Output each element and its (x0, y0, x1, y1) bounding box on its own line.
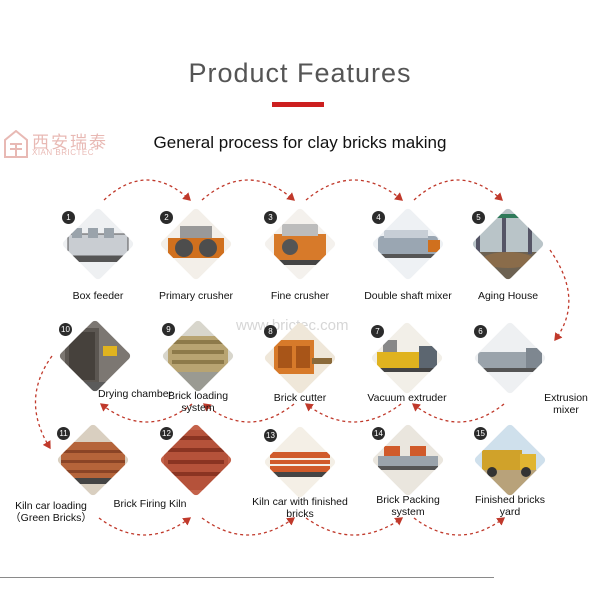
flow-arrow (34, 355, 53, 450)
step-number-badge: 10 (59, 323, 72, 336)
logo-text-en: XIAN BRICTEC (32, 148, 95, 157)
step-label: Drying chamber (97, 388, 173, 400)
step-number-badge: 9 (162, 323, 175, 336)
step-label: Extrusion mixer (544, 392, 588, 416)
flow-arrow (413, 517, 506, 536)
subtitle: General process for clay bricks making (153, 133, 447, 152)
step-number-badge: 12 (160, 427, 173, 440)
flow-arrow (305, 179, 403, 201)
step-number-badge: 2 (160, 211, 173, 224)
step-label: Primary crusher (158, 290, 234, 302)
step-number-badge: 7 (371, 325, 384, 338)
step-number-badge: 3 (264, 211, 277, 224)
flow-arrow (201, 179, 295, 201)
step-label: Box feeder (72, 290, 124, 302)
step-label: Vacuum extruder (367, 392, 447, 404)
flow-arrow (413, 179, 503, 201)
company-logo: 西安瑞泰 XIAN BRICTEC (4, 128, 114, 164)
step-number-badge: 8 (264, 325, 277, 338)
flow-arrow (202, 403, 295, 423)
step-label: Brick cutter (273, 392, 327, 404)
flow-arrow (411, 403, 505, 423)
step-label: Fine crusher (270, 290, 330, 302)
step-label: Kiln car with finished bricks (252, 496, 348, 520)
step-label: Brick loading system (167, 390, 229, 414)
title-underline (272, 102, 324, 107)
step-label: Brick Packing system (376, 494, 440, 518)
step-label: Brick Firing Kiln (113, 498, 187, 510)
step-number-badge: 5 (472, 211, 485, 224)
step-number-badge: 6 (474, 325, 487, 338)
step-number-badge: 1 (62, 211, 75, 224)
logo-text-cn: 西安瑞泰 (32, 133, 108, 152)
flow-arrow (304, 403, 402, 423)
step-label: Finished bricks yard (474, 494, 546, 518)
flow-arrow (305, 517, 404, 536)
flow-arrow (549, 249, 570, 342)
flow-arrow (98, 517, 192, 536)
step-label: Aging House (477, 290, 539, 302)
flow-arrow (201, 517, 296, 536)
bottom-divider (0, 577, 494, 578)
step-label: Double shaft mixer (364, 290, 452, 302)
step-label: Kiln car loading（Green Bricks） (10, 500, 92, 524)
page-title: Product Features (188, 58, 412, 88)
step-number-badge: 15 (474, 427, 487, 440)
flow-arrow (103, 179, 191, 201)
step-number-badge: 11 (57, 427, 70, 440)
step-number-badge: 14 (372, 427, 385, 440)
step-number-badge: 4 (372, 211, 385, 224)
flow-arrow (99, 403, 193, 423)
step-number-badge: 13 (264, 429, 277, 442)
logo-mark-icon (4, 130, 28, 158)
